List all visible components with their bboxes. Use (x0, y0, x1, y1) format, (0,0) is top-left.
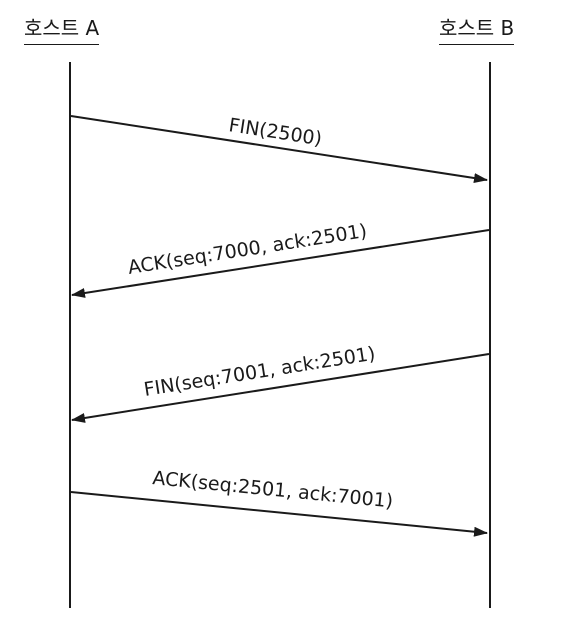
message-label-4: ACK(seq:2501, ack:7001) (152, 467, 395, 512)
message-arrow-4 (70, 491, 488, 537)
message-label-3: FIN(seq:7001, ack:2501) (142, 343, 376, 401)
host-b-label: 호스트 B (439, 14, 515, 45)
message-label-2: ACK(seq:7000, ack:2501) (126, 220, 368, 279)
message-label-1: FIN(2500) (227, 114, 323, 150)
host-a-label: 호스트 A (24, 14, 100, 45)
message-arrow-3 (71, 353, 490, 423)
message-arrow-1 (70, 115, 488, 183)
message-arrow-2 (71, 229, 490, 298)
